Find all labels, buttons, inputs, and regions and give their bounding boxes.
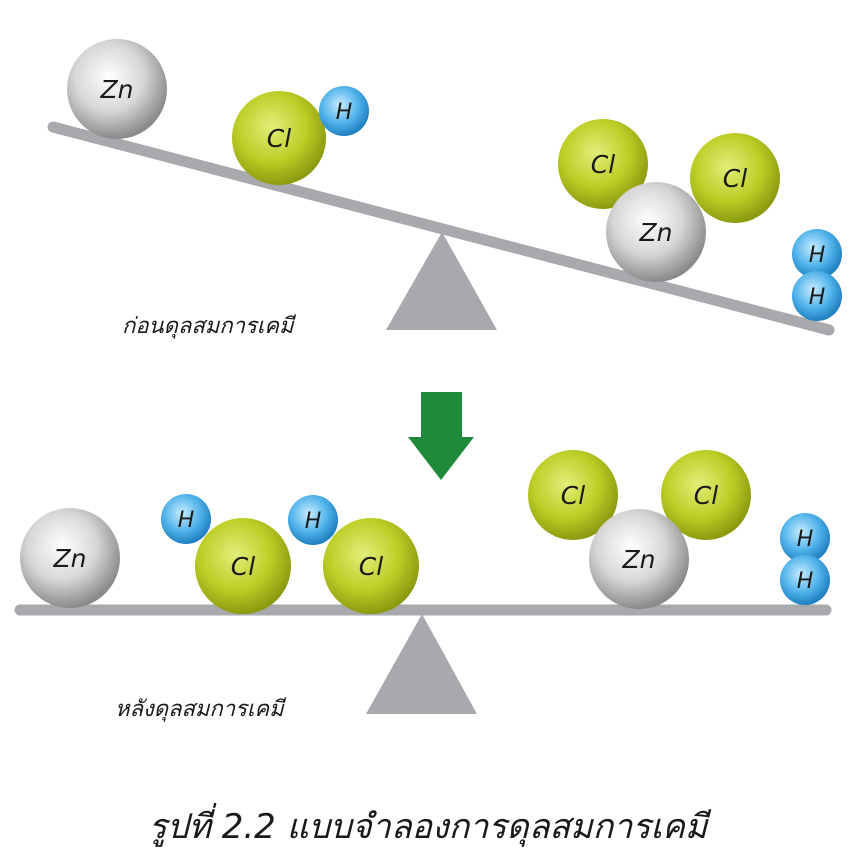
zn-atom: Zn	[67, 39, 167, 139]
svg-text:Cl: Cl	[359, 552, 383, 581]
h-atom: H	[288, 495, 338, 545]
svg-text:Zn: Zn	[639, 218, 673, 247]
svg-text:H: H	[797, 569, 814, 594]
h-atom: H	[319, 86, 369, 136]
svg-text:Cl: Cl	[231, 552, 255, 581]
h-atom: H	[780, 555, 830, 605]
after-label: หลังดุลสมการเคมี	[115, 697, 287, 722]
h-atom: H	[792, 229, 842, 279]
before-balance-scale: Zn Cl H Cl Cl Zn H H ก่อนดุล	[47, 39, 842, 339]
svg-text:H: H	[809, 285, 826, 310]
svg-text:Zn: Zn	[53, 544, 87, 573]
before-label: ก่อนดุลสมการเคมี	[122, 314, 296, 339]
svg-text:H: H	[305, 509, 322, 534]
before-fulcrum	[386, 232, 497, 330]
h-atom: H	[792, 271, 842, 321]
svg-text:Zn: Zn	[100, 75, 134, 104]
figure-caption: รูปที่ 2.2 แบบจำลองการดุลสมการเคมี	[149, 803, 713, 847]
svg-text:H: H	[178, 508, 195, 533]
after-fulcrum	[366, 614, 477, 714]
cl-atom: Cl	[195, 518, 291, 614]
zn-atom: Zn	[20, 508, 120, 608]
cl-atom: Cl	[323, 518, 419, 614]
before-beam	[47, 121, 835, 336]
after-balance-scale: Zn Cl H Cl H Cl Cl Zn	[14, 450, 832, 722]
svg-text:Cl: Cl	[267, 124, 291, 153]
svg-text:Zn: Zn	[622, 545, 656, 574]
cl-atom: Cl	[661, 450, 751, 540]
cl-atom: Cl	[232, 91, 326, 185]
h-atom: H	[161, 494, 211, 544]
zn-atom: Zn	[606, 182, 706, 282]
svg-text:H: H	[797, 527, 814, 552]
zn-atom: Zn	[589, 509, 689, 609]
svg-text:Cl: Cl	[694, 481, 718, 510]
cl-atom: Cl	[558, 119, 648, 209]
svg-text:Cl: Cl	[591, 150, 615, 179]
svg-text:Cl: Cl	[561, 481, 585, 510]
svg-text:Cl: Cl	[723, 164, 747, 193]
cl-atom: Cl	[528, 450, 618, 540]
h-atom: H	[780, 513, 830, 563]
svg-text:H: H	[809, 243, 826, 268]
cl-atom: Cl	[690, 133, 780, 223]
svg-text:H: H	[336, 100, 353, 125]
down-arrow-icon	[408, 392, 474, 480]
